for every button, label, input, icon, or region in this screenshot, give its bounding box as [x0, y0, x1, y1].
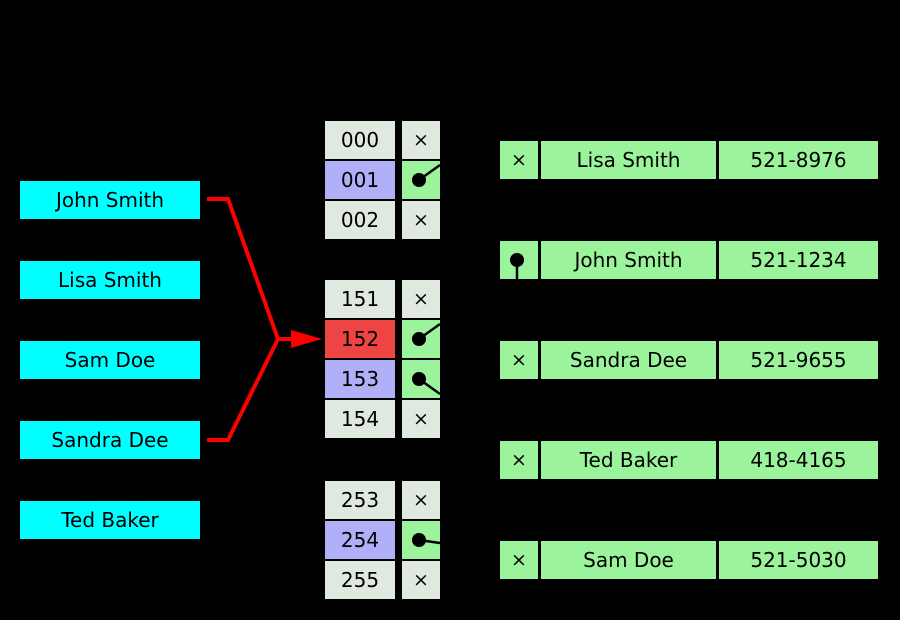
entry-link-cell[interactable]: × — [500, 141, 538, 179]
bucket-index-cell[interactable]: 151 — [325, 280, 395, 318]
pointer-dot-icon — [412, 372, 440, 396]
key-box[interactable]: Sandra Dee — [20, 421, 200, 459]
bucket-slot-cell[interactable]: × — [402, 280, 440, 318]
x-mark-icon: × — [413, 128, 429, 151]
x-mark-icon: × — [511, 348, 527, 371]
bucket-row: 152 — [325, 320, 440, 360]
pointer-dot-icon — [412, 163, 440, 187]
bucket-row: 002 × — [325, 201, 440, 241]
bucket-row: 151 × — [325, 280, 440, 320]
bucket-row: 253 × — [325, 481, 440, 521]
entry-name-cell: Ted Baker — [541, 441, 716, 479]
bucket-index-cell[interactable]: 253 — [325, 481, 395, 519]
x-mark-icon: × — [413, 407, 429, 430]
entry-name-cell: Sandra Dee — [541, 341, 716, 379]
bucket-row: 000 × — [325, 121, 440, 161]
x-mark-icon: × — [413, 488, 429, 511]
pointer-dot-icon — [412, 533, 440, 547]
entry-link-cell[interactable]: × — [500, 441, 538, 479]
bucket-index-cell[interactable]: 000 — [325, 121, 395, 159]
entry-name-cell: John Smith — [541, 241, 716, 279]
entry-phone-cell: 521-5030 — [719, 541, 878, 579]
bucket-slot-cell[interactable] — [402, 521, 440, 559]
pointer-dot-icon — [412, 322, 440, 346]
key-box[interactable]: Lisa Smith — [20, 261, 200, 299]
key-box[interactable]: Ted Baker — [20, 501, 200, 539]
entry-link-cell[interactable]: × — [500, 541, 538, 579]
bucket-slot-cell[interactable]: × — [402, 561, 440, 599]
entry-phone-cell: 521-8976 — [719, 141, 878, 179]
bucket-slot-cell[interactable]: × — [402, 400, 440, 438]
bucket-index-cell[interactable]: 002 — [325, 201, 395, 239]
bucket-slot-cell[interactable]: × — [402, 121, 440, 159]
entry-name-cell: Sam Doe — [541, 541, 716, 579]
entry-phone-cell: 418-4165 — [719, 441, 878, 479]
bucket-index-cell[interactable]: 153 — [325, 360, 395, 398]
bucket-index-cell[interactable]: 152 — [325, 320, 395, 358]
x-mark-icon: × — [413, 208, 429, 231]
entry-phone-cell: 521-9655 — [719, 341, 878, 379]
bucket-slot-cell[interactable]: × — [402, 481, 440, 519]
bucket-index-cell[interactable]: 154 — [325, 400, 395, 438]
key-box[interactable]: John Smith — [20, 181, 200, 219]
x-mark-icon: × — [511, 148, 527, 171]
key-box[interactable]: Sam Doe — [20, 341, 200, 379]
bucket-slot-cell[interactable] — [402, 161, 440, 199]
x-mark-icon: × — [511, 548, 527, 571]
bucket-row: 154 × — [325, 400, 440, 440]
bucket-index-cell[interactable]: 255 — [325, 561, 395, 599]
arrow-head-icon — [291, 330, 322, 348]
x-mark-icon: × — [413, 287, 429, 310]
bucket-slot-cell[interactable] — [402, 320, 440, 358]
bucket-row: 254 — [325, 521, 440, 561]
bucket-row: 153 — [325, 360, 440, 400]
entry-link-cell[interactable] — [500, 241, 538, 279]
bucket-index-cell[interactable]: 001 — [325, 161, 395, 199]
bucket-index-cell[interactable]: 254 — [325, 521, 395, 559]
x-mark-icon: × — [511, 448, 527, 471]
pointer-dot-icon — [510, 253, 524, 279]
x-mark-icon: × — [413, 568, 429, 591]
entry-name-cell: Lisa Smith — [541, 141, 716, 179]
bucket-row: 001 — [325, 161, 440, 201]
entry-link-cell[interactable]: × — [500, 341, 538, 379]
entry-phone-cell: 521-1234 — [719, 241, 878, 279]
bucket-slot-cell[interactable]: × — [402, 201, 440, 239]
bucket-row: 255 × — [325, 561, 440, 601]
bucket-slot-cell[interactable] — [402, 360, 440, 398]
